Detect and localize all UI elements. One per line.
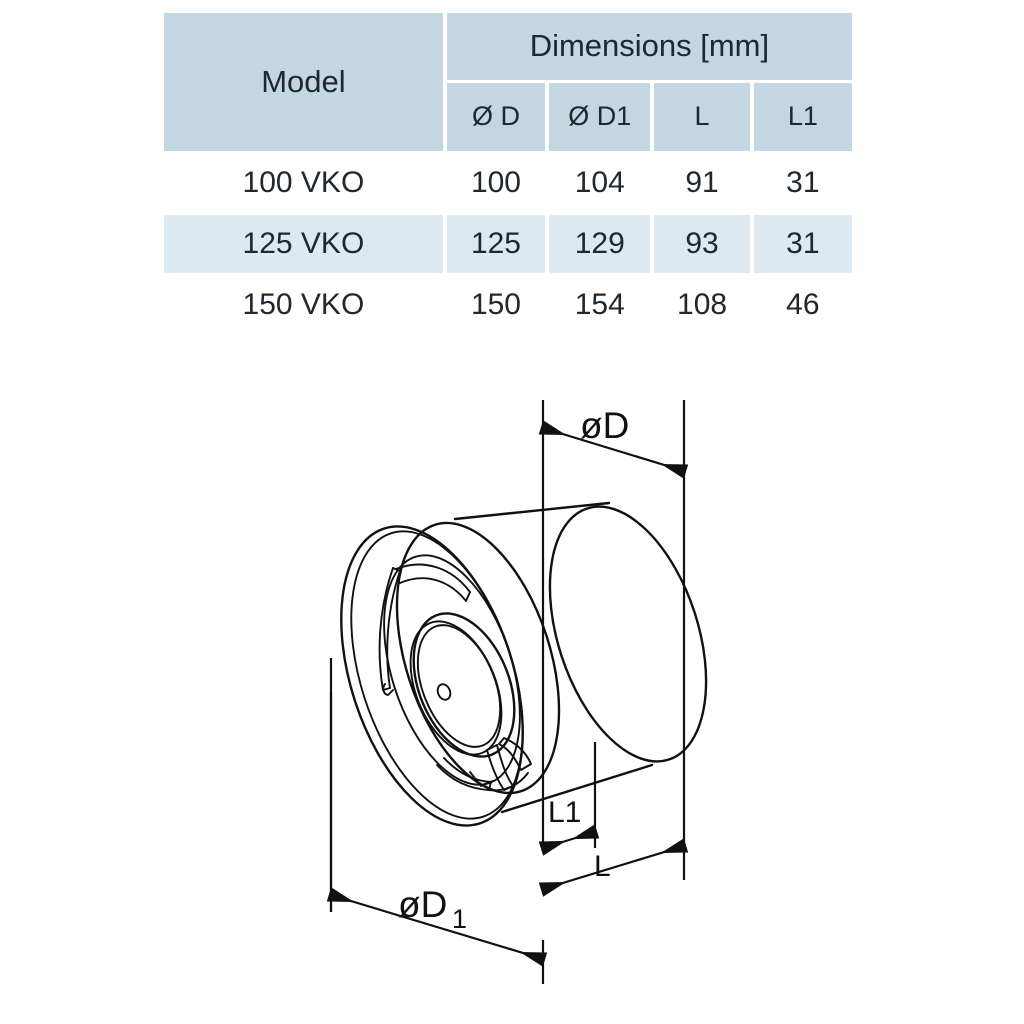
dimension-diameter-d1: øD 1	[326, 884, 548, 967]
table-row: 150 VKO 150 154 108 46	[164, 276, 852, 334]
table-row: 100 VKO 100 104 91 31	[164, 154, 852, 212]
header-dimensions: Dimensions [mm]	[446, 13, 852, 80]
impeller-blade-lower-2	[486, 749, 505, 791]
header-model: Model	[164, 13, 443, 151]
impeller-strut-top-join	[465, 591, 471, 602]
cell-l1: 46	[786, 288, 820, 321]
motor-hub-rim	[416, 624, 502, 748]
impeller-strut-top	[395, 563, 471, 593]
impeller-blade-lower-1	[436, 764, 490, 791]
cell-model: 150 VKO	[242, 288, 365, 321]
header-length-l: L	[654, 82, 750, 151]
header-row-sub: Ø D Ø D1 L L1	[164, 82, 852, 151]
duct-bottom-edge	[500, 763, 654, 814]
table-row: 125 VKO 125 129 93 31	[164, 215, 852, 273]
impeller-blade-lower-1-tip	[488, 781, 492, 791]
dimension-diameter-d: øD	[538, 405, 689, 479]
impeller-blade-lower-2-join	[486, 744, 498, 751]
dim-label-length-l1: L1	[548, 796, 581, 829]
cell-d1: 104	[574, 166, 625, 199]
dimensions-table: Model Dimensions [mm] Ø D Ø D1 L L1 100 …	[160, 10, 856, 337]
table-header: Model Dimensions [mm] Ø D Ø D1 L L1	[164, 13, 852, 151]
cell-d1: 154	[574, 288, 625, 321]
impeller-blade-lower-2b	[496, 744, 514, 787]
motor-shaft-pin	[436, 683, 452, 701]
motor-hub-outer	[412, 612, 516, 758]
impeller-bracket	[498, 737, 532, 771]
cell-model: 125 VKO	[164, 215, 443, 273]
technical-drawing: øD	[0, 340, 1024, 1024]
impeller-bracket-inner	[488, 772, 529, 792]
extension-lines	[329, 400, 686, 912]
cell-d1: 129	[549, 215, 651, 273]
dimension-length-l1: L1	[538, 796, 600, 856]
duct-rear-ellipse	[548, 505, 708, 763]
dim-label-diameter-d1-subscript: 1	[452, 904, 467, 934]
dim-label-diameter-d: øD	[580, 405, 629, 446]
dimension-length-l: L	[538, 838, 689, 897]
cell-l1: 31	[786, 166, 820, 199]
cell-l: 93	[654, 215, 750, 273]
impeller-blade-upper	[378, 567, 394, 691]
dim-label-diameter-d1: øD	[398, 884, 447, 925]
header-length-l1: L1	[753, 82, 852, 151]
cell-l: 91	[685, 166, 719, 199]
specification-table: Model Dimensions [mm] Ø D Ø D1 L L1 100 …	[160, 10, 856, 332]
table-body: 100 VKO 100 104 91 31 125 VKO 125 129 93…	[164, 154, 852, 334]
cell-model: 100 VKO	[242, 166, 365, 199]
header-row-top: Model Dimensions [mm]	[164, 13, 852, 151]
cell-d: 100	[470, 166, 521, 199]
fan-body	[340, 501, 708, 827]
cell-l: 108	[677, 288, 728, 321]
impeller-blade-upper-edge	[386, 570, 401, 689]
cell-d: 150	[470, 288, 521, 321]
duct-body-ellipse	[395, 521, 561, 795]
impeller-blade-lower-1b	[443, 757, 492, 783]
impeller-strut-top-lower	[399, 577, 467, 602]
impeller-nub	[382, 683, 394, 696]
dim-label-length-l: L	[594, 850, 611, 883]
cell-l1: 31	[753, 215, 852, 273]
header-diameter-d1: Ø D1	[549, 82, 651, 151]
motor-terminal	[469, 771, 494, 787]
cell-d: 125	[446, 215, 546, 273]
header-diameter-d: Ø D	[446, 82, 546, 151]
duct-top-edge	[453, 501, 611, 521]
